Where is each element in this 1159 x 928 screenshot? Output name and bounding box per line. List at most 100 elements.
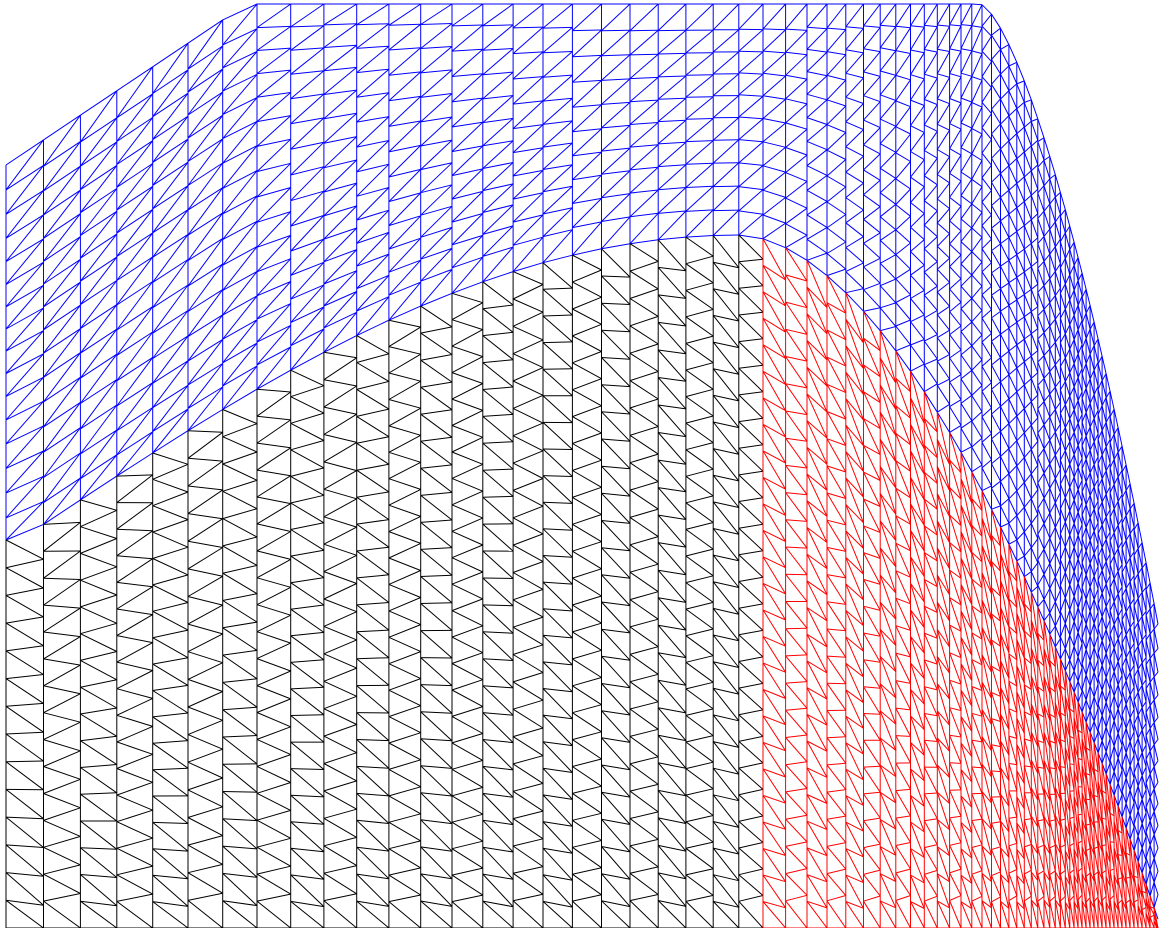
mesh-edge [712, 767, 740, 802]
mesh-edge [738, 391, 764, 396]
mesh-edge [1023, 271, 1032, 290]
mesh-edge [572, 281, 602, 298]
mesh-edge [482, 162, 514, 191]
mesh-edge [1113, 638, 1119, 648]
mesh-edge [971, 53, 983, 77]
mesh-edge [629, 599, 659, 620]
mesh-edge [1043, 348, 1051, 356]
mesh-edge [1064, 381, 1071, 397]
mesh-edge [910, 202, 925, 214]
mesh-edge [1125, 752, 1131, 766]
mesh-edge [685, 369, 714, 390]
mesh-edge [116, 66, 153, 92]
mesh-edge [222, 3, 258, 21]
mesh-edge [5, 450, 44, 494]
mesh-edge [1054, 469, 1061, 479]
mesh-edge [991, 148, 1001, 159]
mesh-edge [1133, 835, 1139, 851]
mesh-edge [936, 233, 950, 247]
mesh-edge [826, 105, 847, 126]
mesh-edge [290, 238, 325, 276]
mesh-edge [685, 794, 714, 816]
mesh-edge [1023, 361, 1032, 379]
mesh-edge [451, 24, 484, 52]
mesh-edge [601, 384, 631, 415]
mesh-edge [1077, 458, 1083, 468]
mesh-edge [356, 116, 390, 148]
mesh-edge [388, 215, 422, 250]
mesh-edge [512, 367, 544, 382]
mesh-edge [1129, 575, 1135, 582]
mesh-edge [451, 840, 483, 850]
mesh-edge [43, 281, 81, 331]
mesh-edge [542, 422, 573, 450]
mesh-edge [1077, 489, 1083, 503]
mesh-edge [1133, 598, 1139, 606]
mesh-edge [420, 684, 453, 687]
mesh-edge [685, 52, 714, 76]
mesh-edge [1037, 192, 1045, 212]
mesh-edge [572, 416, 602, 434]
mesh-edge [43, 693, 81, 714]
mesh-edge [43, 664, 81, 687]
mesh-edge [572, 792, 602, 814]
mesh-edge [762, 222, 786, 240]
mesh-edge [1089, 660, 1095, 673]
mesh-edge [991, 480, 1001, 489]
mesh-edge [1141, 662, 1147, 680]
mesh-edge [1054, 540, 1061, 553]
mesh-edge [1077, 558, 1083, 571]
mesh-edge [1016, 457, 1025, 467]
mesh-edge [1037, 606, 1045, 621]
mesh-edge [542, 874, 573, 881]
mesh-edge [1113, 757, 1119, 772]
mesh-edge [222, 508, 258, 520]
mesh-edge [290, 284, 325, 323]
mesh-edge [420, 23, 453, 49]
mesh-edge [43, 499, 81, 525]
mesh-edge [1077, 414, 1083, 424]
mesh-edge [256, 873, 291, 895]
mesh-edge [1049, 439, 1056, 456]
mesh-edge [323, 708, 357, 725]
mesh-edge [512, 214, 544, 246]
mesh-edge [1081, 348, 1087, 364]
mesh-edge [222, 51, 258, 92]
mesh-edge [1064, 427, 1071, 442]
mesh-edge [420, 386, 453, 411]
mesh-edge [1109, 634, 1115, 649]
mesh-edge [1105, 493, 1111, 510]
mesh-edge [43, 352, 81, 378]
mesh-edge [685, 422, 714, 444]
mesh-edge [895, 254, 911, 270]
mesh-edge [152, 360, 189, 409]
mesh-edge [1043, 355, 1051, 372]
mesh-edge [1129, 790, 1135, 803]
mesh-edge [712, 117, 740, 141]
mesh-edge [1121, 690, 1127, 705]
mesh-edge [1117, 652, 1123, 662]
mesh-edge [1109, 516, 1115, 533]
mesh-edge [1073, 353, 1079, 364]
mesh-edge [629, 516, 659, 538]
mesh-edge [1125, 717, 1131, 729]
mesh-edge [1049, 156, 1056, 175]
mesh-edge [542, 634, 573, 666]
mesh-edge [981, 76, 992, 88]
mesh-edge [1129, 717, 1135, 732]
mesh-edge [1121, 564, 1127, 573]
mesh-edge [895, 344, 911, 352]
mesh-edge [1037, 210, 1045, 219]
mesh-edge [222, 365, 258, 387]
mesh-edge [1000, 123, 1010, 141]
mesh-edge [738, 367, 764, 393]
mesh-edge [542, 581, 573, 585]
mesh-edge [323, 249, 357, 263]
mesh-edge [1081, 562, 1087, 575]
mesh-edge [1064, 521, 1071, 536]
mesh-edge [991, 243, 1001, 252]
mesh-edge [388, 71, 421, 76]
mesh-edge [512, 147, 544, 177]
mesh-edge [1023, 473, 1032, 483]
mesh-edge [1129, 604, 1135, 622]
